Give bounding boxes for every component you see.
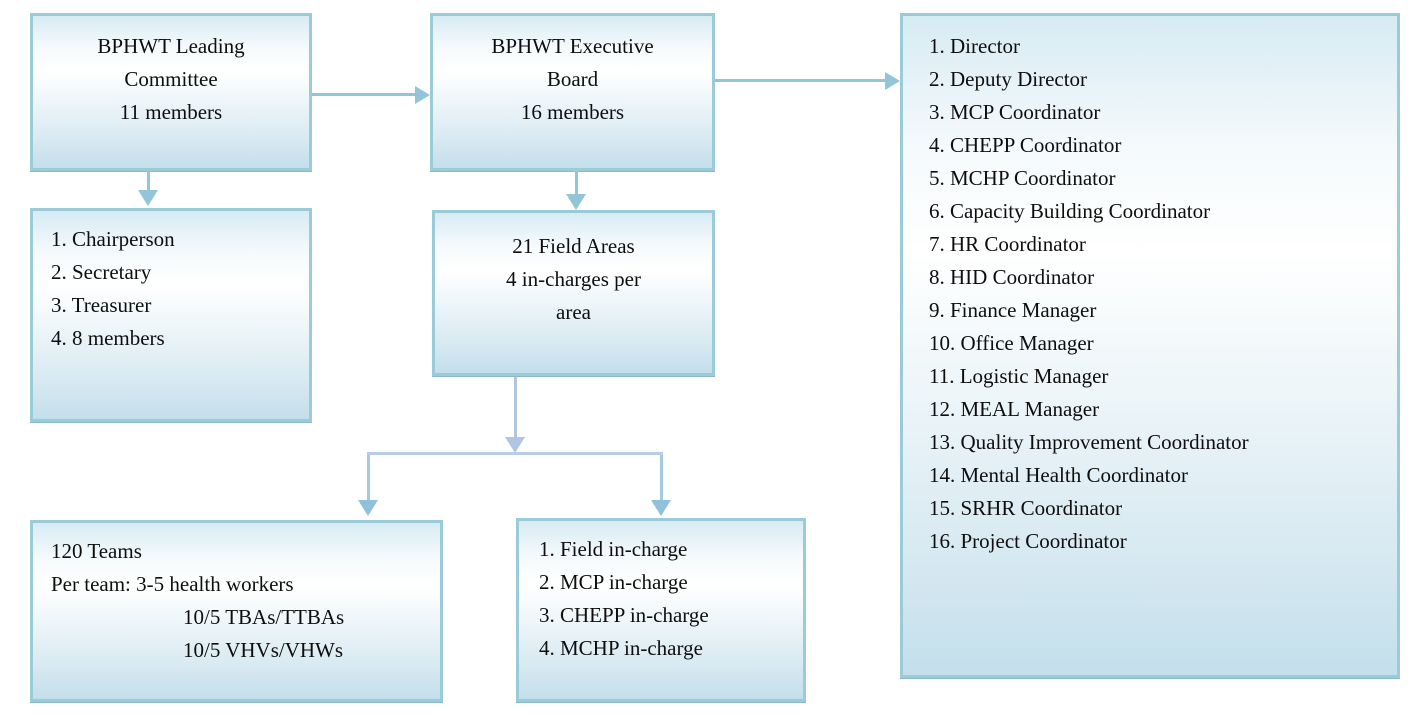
arrowhead-down-icon xyxy=(138,190,158,206)
arrowhead-down-icon xyxy=(651,500,671,516)
executive-position-item: 3. MCP Coordinator xyxy=(929,100,1101,124)
arrowhead-down-icon xyxy=(505,437,525,453)
leading-position-item: 1. Chairperson xyxy=(51,227,175,251)
connector-branch-to-incharges xyxy=(660,455,663,501)
box-leading-committee: BPHWT Leading Committee 11 members xyxy=(30,13,312,171)
leading-position-item: 2. Secretary xyxy=(51,260,152,284)
executive-position-item: 6. Capacity Building Coordinator xyxy=(929,199,1211,223)
executive-position-item: 10. Office Manager xyxy=(929,331,1094,355)
box-field-areas: 21 Field Areas 4 in-charges per area xyxy=(432,210,715,376)
field-incharge-item: 1. Field in-charge xyxy=(539,537,688,561)
leading-committee-line-1: BPHWT Leading xyxy=(97,34,245,58)
connector-branch-to-teams xyxy=(367,455,370,501)
executive-position-item: 16. Project Coordinator xyxy=(929,529,1127,553)
box-teams: 120 Teams Per team: 3-5 health workers 1… xyxy=(30,520,443,702)
teams-line-4: 10/5 VHVs/VHWs xyxy=(183,638,344,662)
executive-board-line-1: BPHWT Executive xyxy=(491,34,654,58)
field-incharge-item: 2. MCP in-charge xyxy=(539,570,688,594)
connector-executive-to-fieldareas xyxy=(575,171,578,196)
arrowhead-right-icon xyxy=(885,72,900,90)
connector-leading-to-list xyxy=(147,171,150,192)
executive-position-item: 15. SRHR Coordinator xyxy=(929,496,1123,520)
box-executive-board: BPHWT Executive Board 16 members xyxy=(430,13,715,171)
box-field-incharges: 1. Field in-charge 2. MCP in-charge 3. C… xyxy=(516,518,806,702)
executive-position-item: 8. HID Coordinator xyxy=(929,265,1095,289)
executive-position-item: 11. Logistic Manager xyxy=(929,364,1109,388)
field-areas-line-2: 4 in-charges per xyxy=(506,267,641,291)
field-incharge-item: 3. CHEPP in-charge xyxy=(539,603,709,627)
connector-leading-to-executive xyxy=(312,93,416,96)
executive-position-item: 14. Mental Health Coordinator xyxy=(929,463,1188,487)
arrowhead-down-icon xyxy=(358,500,378,516)
executive-board-line-2: Board xyxy=(546,67,599,91)
executive-position-item: 7. HR Coordinator xyxy=(929,232,1086,256)
executive-position-item: 1. Director xyxy=(929,34,1020,58)
leading-position-item: 4. 8 members xyxy=(51,326,165,350)
executive-position-item: 4. CHEPP Coordinator xyxy=(929,133,1122,157)
arrowhead-down-icon xyxy=(566,194,586,210)
executive-position-item: 2. Deputy Director xyxy=(929,67,1088,91)
leading-position-item: 3. Treasurer xyxy=(51,293,152,317)
executive-position-item: 5. MCHP Coordinator xyxy=(929,166,1116,190)
connector-fieldareas-to-branch xyxy=(514,377,517,438)
executive-position-item: 9. Finance Manager xyxy=(929,298,1097,322)
arrowhead-right-icon xyxy=(415,86,430,104)
executive-position-item: 13. Quality Improvement Coordinator xyxy=(929,430,1249,454)
field-incharge-item: 4. MCHP in-charge xyxy=(539,636,703,660)
leading-committee-line-3: 11 members xyxy=(119,100,223,124)
box-leading-positions: 1. Chairperson 2. Secretary 3. Treasurer… xyxy=(30,208,312,422)
executive-position-item: 12. MEAL Manager xyxy=(929,397,1100,421)
executive-board-line-3: 16 members xyxy=(520,100,625,124)
connector-executive-to-positions xyxy=(715,79,886,82)
field-areas-line-3: area xyxy=(556,300,591,324)
connector-branch-horizontal xyxy=(367,452,663,455)
teams-line-2: Per team: 3-5 health workers xyxy=(51,572,294,596)
box-executive-positions: 1. Director 2. Deputy Director 3. MCP Co… xyxy=(900,13,1400,678)
leading-committee-line-2: Committee xyxy=(124,67,218,91)
teams-line-1: 120 Teams xyxy=(51,539,142,563)
teams-line-3: 10/5 TBAs/TTBAs xyxy=(183,605,345,629)
field-areas-line-1: 21 Field Areas xyxy=(512,234,635,258)
